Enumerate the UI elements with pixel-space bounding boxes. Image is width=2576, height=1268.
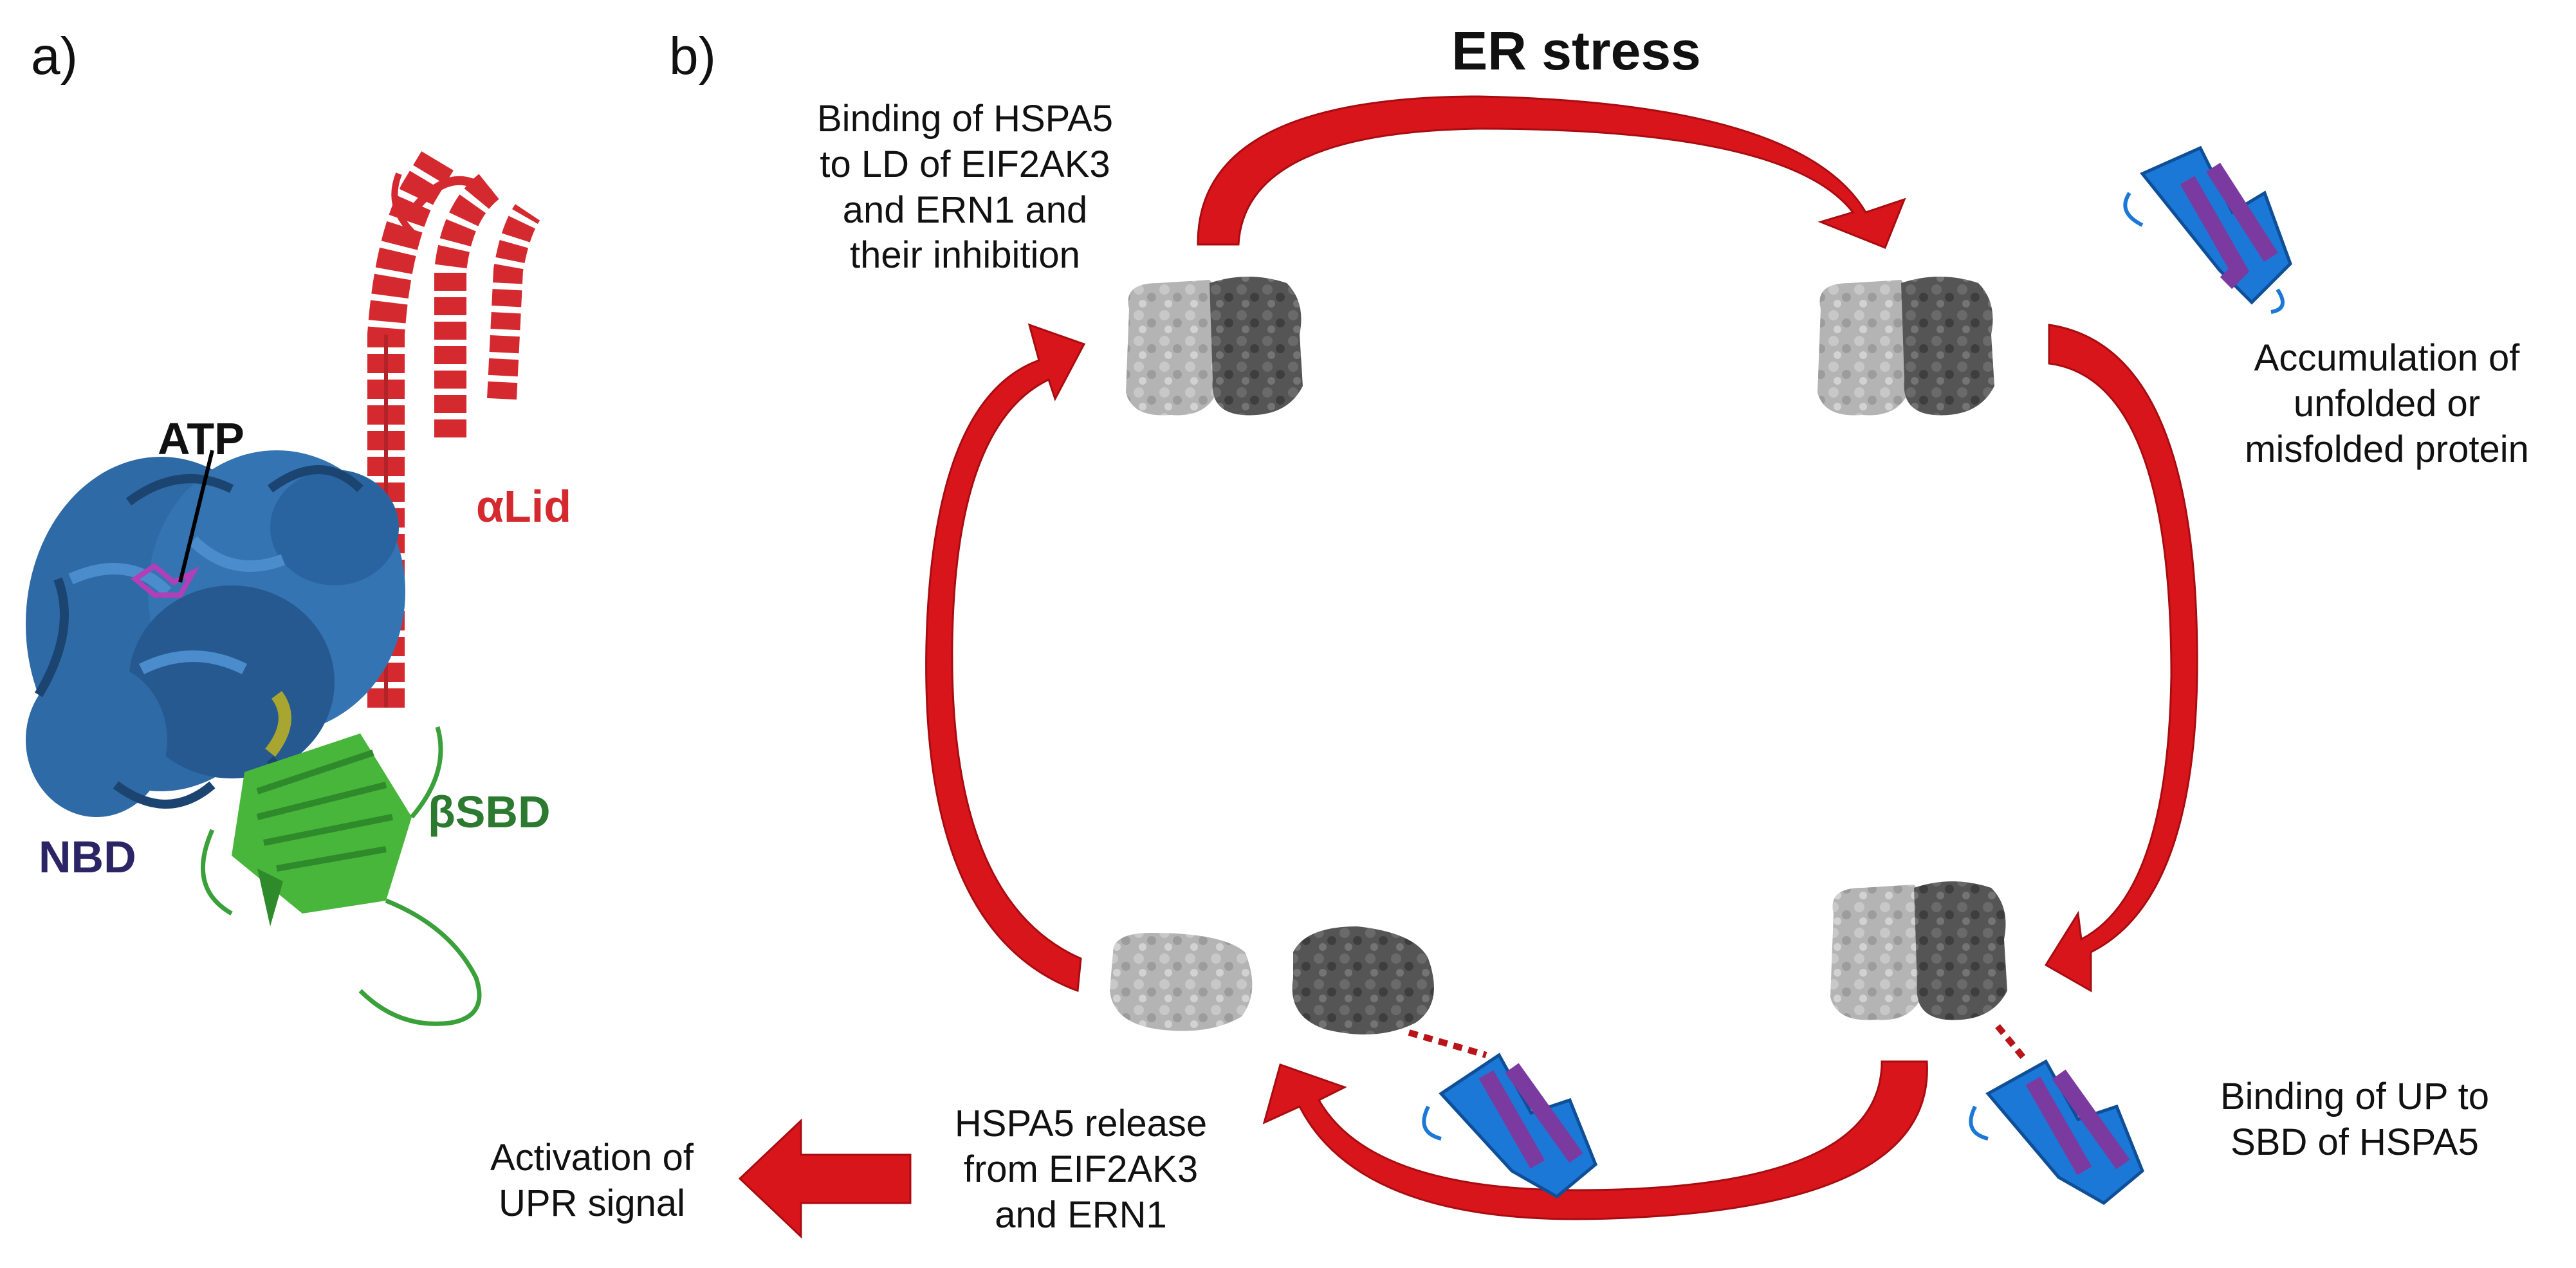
- atp-pointer: [178, 450, 214, 583]
- complex-bottom-right: [1830, 881, 2007, 1020]
- cycle-arrows: [738, 95, 2198, 1239]
- beta-sbd-domain: [201, 726, 482, 1026]
- step-binding-up-label: Binding of UP to SBD of HSPA5: [2220, 1076, 2490, 1163]
- complex-bottom-left-separated: [1110, 926, 1434, 1034]
- output-upr-activation-label: Activation of UPR signal: [490, 1137, 694, 1224]
- alpha-lid-helices: [367, 151, 540, 708]
- step-hspa5-release-label: HSPA5 release from EIF2AK3 and ERN1: [954, 1103, 1208, 1236]
- atp-ligand: [131, 450, 214, 598]
- atp-label: ATP: [158, 414, 244, 464]
- diagram-title: ER stress: [1451, 21, 1701, 81]
- unfolded-protein-bottom-right: [1969, 1024, 2144, 1206]
- arrow-right: [2044, 324, 2198, 993]
- nbd-label: NBD: [39, 832, 136, 882]
- arrow-top: [1197, 95, 1906, 249]
- complex-top-left: [1126, 277, 1303, 416]
- linker: [265, 691, 291, 757]
- unfolded-protein-top-right: [2123, 145, 2292, 314]
- step-binding-hspa5-label: Binding of HSPA5 to LD of EIF2AK3 and ER…: [817, 98, 1113, 277]
- arrow-output: [738, 1118, 912, 1239]
- step-accumulation-label: Accumulation of unfolded or misfolded pr…: [2245, 337, 2529, 470]
- alpha-lid-label: αLid: [476, 481, 571, 531]
- arrow-left: [925, 323, 1086, 993]
- beta-sbd-label: βSBD: [428, 787, 551, 837]
- panel-a-label: a): [31, 27, 78, 86]
- complex-top-right: [1817, 277, 1994, 416]
- panel-b-label: b): [669, 27, 716, 86]
- arrow-bottom: [1262, 1060, 1928, 1220]
- hspa5-structure: [26, 151, 540, 1026]
- unfolded-protein-bottom-center: [1408, 1029, 1597, 1199]
